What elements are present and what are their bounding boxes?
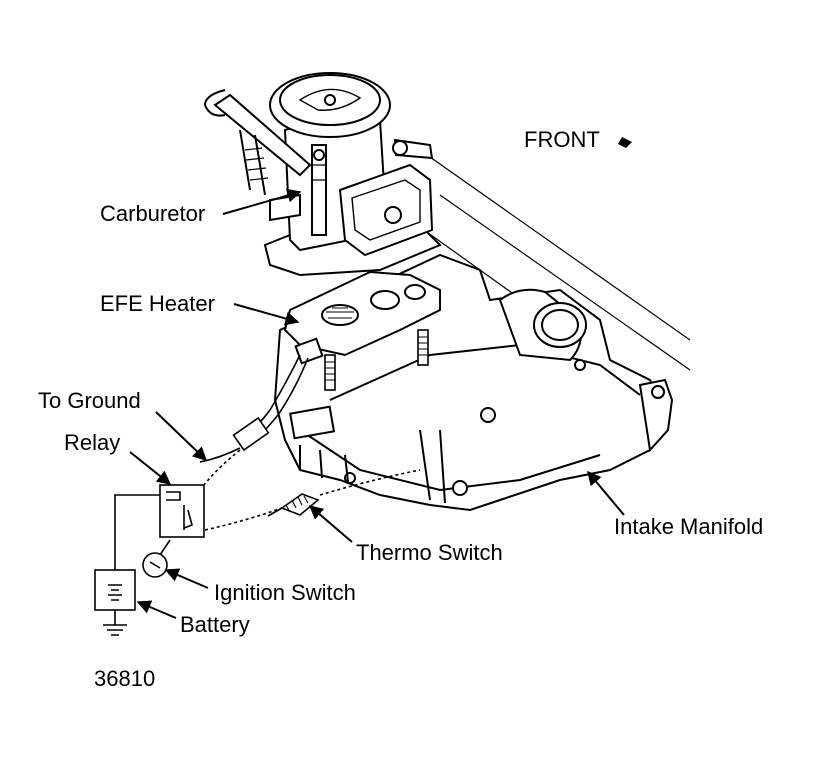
thermo-switch-label: Thermo Switch xyxy=(356,540,503,565)
relay-leader xyxy=(129,451,172,485)
relay-label: Relay xyxy=(64,430,121,455)
battery-label: Battery xyxy=(180,612,250,637)
manifold-studs xyxy=(324,329,429,391)
carburetor-label: Carburetor xyxy=(100,201,206,226)
carburetor xyxy=(203,72,442,277)
intake-manifold-leader xyxy=(587,470,625,516)
thermo-switch-leader xyxy=(308,505,353,543)
figure-number: 36810 xyxy=(94,666,156,691)
intake-manifold-label: Intake Manifold xyxy=(614,514,764,539)
efe-heater-label: EFE Heater xyxy=(100,291,215,316)
battery xyxy=(94,569,136,611)
ignition-switch-label: Ignition Switch xyxy=(214,580,356,605)
ignition-switch xyxy=(142,552,168,578)
efe-heater xyxy=(283,270,441,365)
to-ground-label: To Ground xyxy=(38,388,141,413)
to-ground-leader xyxy=(155,411,208,461)
relay xyxy=(159,484,205,538)
front-arrow-icon xyxy=(618,137,632,148)
ignition-switch-leader xyxy=(164,568,209,589)
carburetor-leader xyxy=(222,188,302,215)
leader-arrows xyxy=(129,188,625,619)
front-label: FRONT xyxy=(524,127,600,152)
thermo-switch xyxy=(267,493,320,517)
efe-heater-leader xyxy=(233,303,300,326)
battery-leader xyxy=(136,600,177,619)
